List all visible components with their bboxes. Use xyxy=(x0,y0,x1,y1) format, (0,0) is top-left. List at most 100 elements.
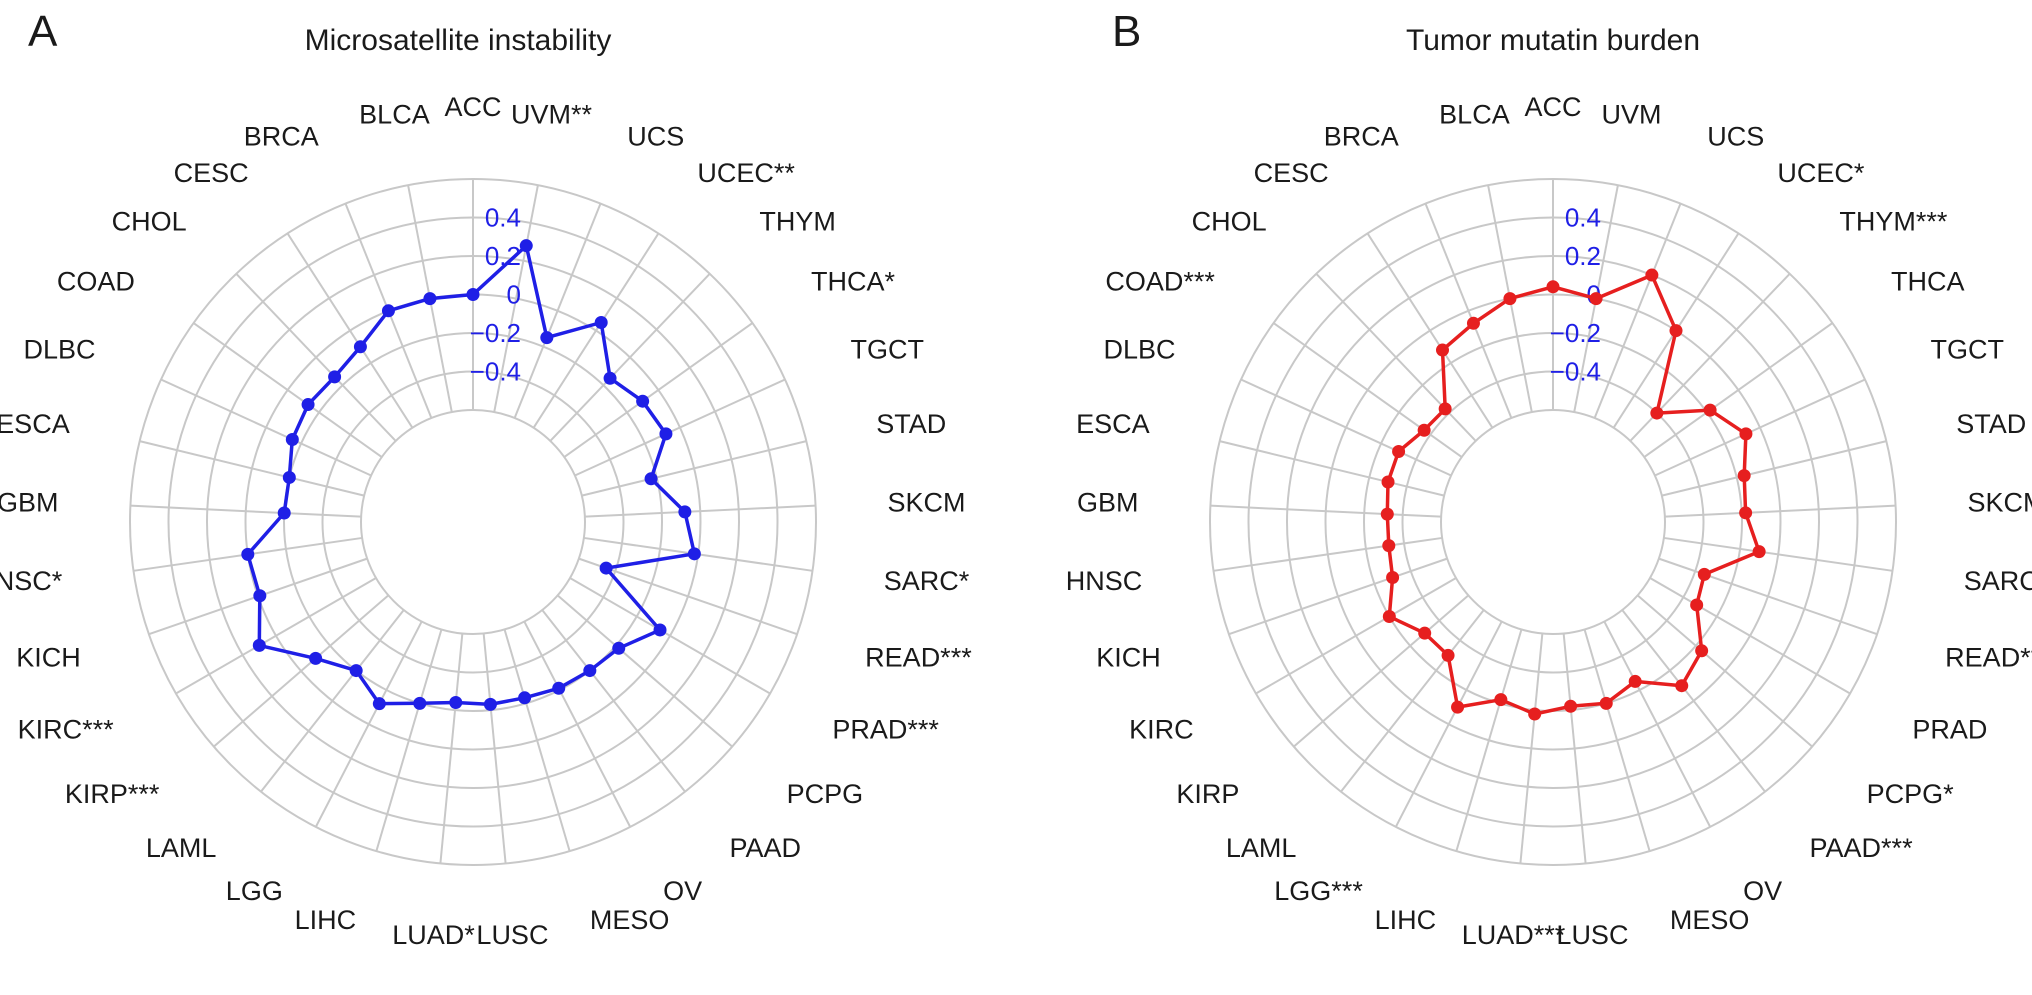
grid-spoke xyxy=(1663,536,1893,572)
grid-spoke xyxy=(1593,203,1682,419)
category-label: UVM** xyxy=(511,99,593,129)
grid-spoke xyxy=(563,322,753,458)
category-label: CHOL xyxy=(112,207,187,237)
panel-a-title: Microsatellite instability xyxy=(305,24,612,57)
grid-spoke xyxy=(584,504,816,518)
grid-spoke xyxy=(503,629,571,852)
grid-spoke xyxy=(1603,621,1712,828)
grid-spoke xyxy=(574,378,786,477)
grid-ring xyxy=(1440,409,1666,635)
data-point xyxy=(594,316,608,330)
category-label: OV xyxy=(663,876,702,906)
category-label: LAML xyxy=(1226,833,1297,863)
category-label: THCA xyxy=(1891,266,1965,296)
category-label: LUSC xyxy=(1556,920,1628,950)
radial-tick-label: −0.4 xyxy=(470,357,521,387)
category-label: PRAD*** xyxy=(832,715,939,745)
data-point xyxy=(1589,292,1603,306)
data-point xyxy=(282,470,296,484)
data-point xyxy=(1417,423,1431,437)
data-point xyxy=(353,340,367,354)
panel-b-category-labels: ACCUVMUCSUCEC*THYM***THCATGCTSTADSKCMSAR… xyxy=(1066,92,2032,950)
category-label: LUSC xyxy=(476,920,548,950)
grid-spoke xyxy=(1366,232,1494,429)
category-label: PAAD xyxy=(730,833,802,863)
data-point xyxy=(1418,626,1432,640)
data-point xyxy=(599,561,613,575)
category-label: LGG xyxy=(226,876,283,906)
category-label: GBM xyxy=(0,487,58,517)
category-label: HNSC xyxy=(1066,566,1143,596)
panel-a-radial-ticks: 0.40.20−0.2−0.4 xyxy=(470,203,521,387)
grid-spoke xyxy=(1293,594,1470,748)
category-label: LUAD*** xyxy=(1462,920,1566,950)
grid-spoke xyxy=(1654,378,1866,477)
grid-ring xyxy=(360,409,586,635)
category-label: READ** xyxy=(1945,643,2032,673)
data-point xyxy=(253,589,267,603)
data-point xyxy=(241,547,255,561)
data-point xyxy=(1703,403,1717,417)
grid-spoke xyxy=(493,185,539,413)
category-label: HNSC* xyxy=(0,566,63,596)
panel-letter-a: A xyxy=(28,7,58,56)
data-point xyxy=(423,292,437,306)
grid-spoke xyxy=(1519,633,1544,864)
data-point xyxy=(466,288,480,301)
category-label: TGCT xyxy=(1930,335,2004,365)
data-point xyxy=(309,651,323,665)
category-label: CHOL xyxy=(1192,207,1267,237)
grid-spoke xyxy=(260,609,405,793)
grid-spoke xyxy=(1394,621,1503,828)
category-label: CESC xyxy=(1254,158,1329,188)
data-point xyxy=(449,695,463,709)
data-point xyxy=(1669,324,1683,338)
category-label: SKCM xyxy=(888,487,966,517)
grid-spoke xyxy=(1240,378,1452,477)
category-label: THYM xyxy=(759,207,836,237)
grid-spoke xyxy=(581,440,807,497)
grid-spoke xyxy=(569,577,771,695)
category-label: GBM xyxy=(1077,487,1139,517)
panel-letter-b: B xyxy=(1112,7,1141,56)
category-label: KICH xyxy=(16,643,81,673)
category-label: LUAD* xyxy=(392,920,475,950)
data-point xyxy=(252,638,266,652)
category-label: CESC xyxy=(174,158,249,188)
radial-tick-label: 0.4 xyxy=(485,203,521,233)
data-point xyxy=(1451,700,1465,714)
data-point xyxy=(1466,316,1480,330)
category-label: KIRP xyxy=(1176,779,1239,809)
panel-b-series xyxy=(1380,268,1766,721)
data-point xyxy=(518,691,532,705)
grid-spoke xyxy=(1424,203,1513,419)
grid-spoke xyxy=(1219,440,1445,497)
grid-ring xyxy=(321,370,625,674)
category-label: THYM*** xyxy=(1839,207,1948,237)
radial-tick-label: −0.4 xyxy=(1550,357,1601,387)
data-point xyxy=(540,331,554,345)
category-label: ACC xyxy=(444,92,501,122)
grid-spoke xyxy=(541,609,686,793)
data-point xyxy=(1564,699,1578,713)
data-point xyxy=(603,371,617,385)
grid-spoke xyxy=(1255,577,1457,695)
category-label: PAAD*** xyxy=(1810,833,1914,863)
grid-spoke xyxy=(578,557,798,636)
series-line xyxy=(1385,273,1761,716)
grid-spoke xyxy=(139,440,365,497)
data-point xyxy=(552,681,566,695)
data-point xyxy=(583,664,597,678)
panel-a-grid xyxy=(129,178,817,866)
grid-spoke xyxy=(1340,609,1485,793)
data-point xyxy=(1386,571,1400,585)
data-point xyxy=(483,697,497,711)
data-point xyxy=(1645,268,1659,282)
data-point xyxy=(328,370,342,384)
data-point xyxy=(1382,610,1396,623)
grid-spoke xyxy=(1228,557,1448,636)
grid-spoke xyxy=(1661,440,1887,497)
grid-spoke xyxy=(1583,629,1651,852)
